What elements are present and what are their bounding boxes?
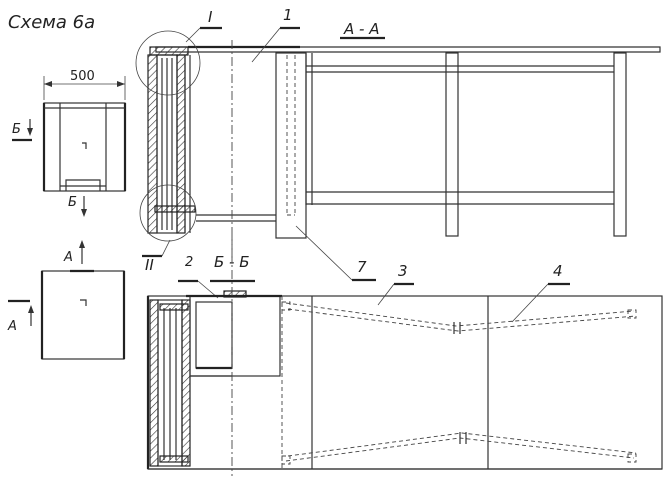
section-mark-b-top: Б <box>12 122 21 137</box>
section-aa-label: А - А <box>343 20 379 38</box>
part-mark-4: 4 <box>553 262 563 280</box>
part-mark-1: 1 <box>283 6 293 24</box>
detail-circle-1 <box>135 30 201 96</box>
part-mark-2: 2 <box>185 255 193 270</box>
part-mark-7: 7 <box>357 258 367 276</box>
section-mark-a-bottom: А <box>7 319 17 334</box>
detail-circle-2 <box>139 184 197 242</box>
section-mark-a-top: А <box>63 250 73 265</box>
detail-mark-1: I <box>208 8 213 26</box>
section-a-a: А - А I <box>135 6 661 282</box>
small-plan-view: 500 Б Б <box>12 69 127 217</box>
dimension-500: 500 <box>70 69 95 84</box>
section-mark-b-bottom: Б <box>68 195 77 210</box>
small-side-view: А А <box>7 240 126 360</box>
scheme-title: Схема 6а <box>8 12 95 33</box>
part-mark-3: 3 <box>398 262 408 280</box>
section-b-b: 2 Б - Б <box>146 236 663 476</box>
tie-rods <box>281 301 637 465</box>
detail-mark-2: II <box>145 256 154 274</box>
